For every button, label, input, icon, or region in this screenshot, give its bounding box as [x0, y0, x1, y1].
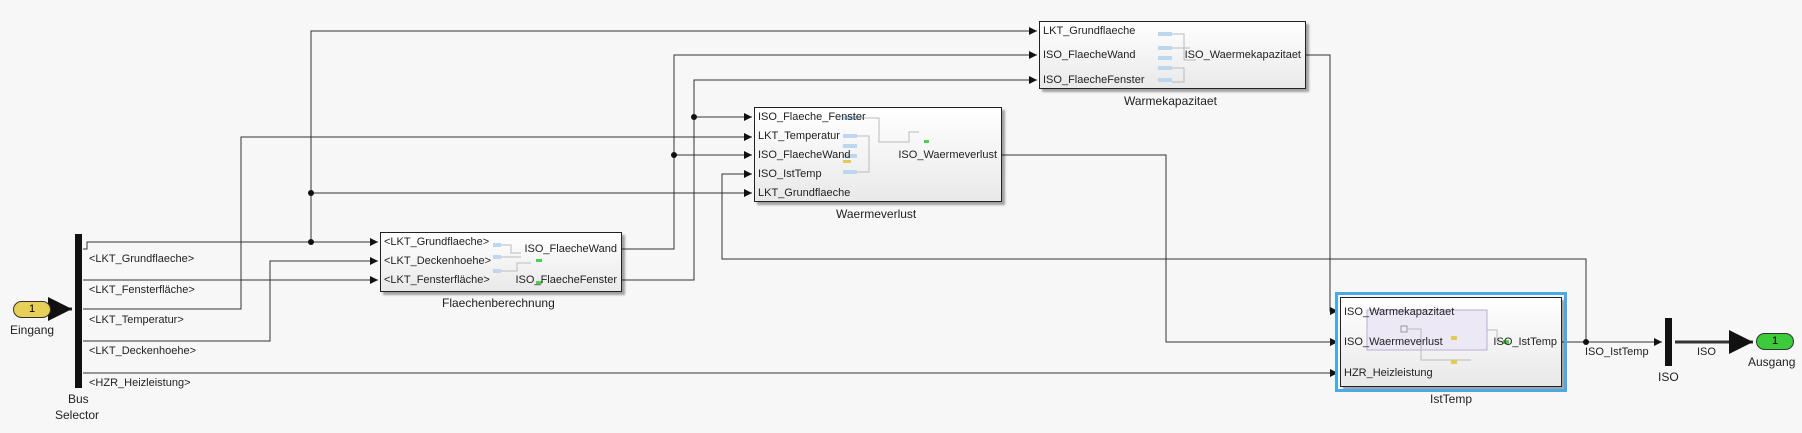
block-name-flaechenberechnung: Flaechenberechnung: [442, 296, 555, 310]
wire-isttemp-feedback: [721, 170, 1587, 342]
wire-flaechewand-to-wk: [673, 51, 1037, 155]
port-in-flaeche-fenster: ISO_Flaeche_Fenster: [758, 111, 866, 123]
block-flaechenberechnung[interactable]: <LKT_Grundflaeche> <LKT_Deckenhoehe> <LK…: [380, 232, 622, 292]
wire-deckenhoehe: [83, 257, 378, 342]
bus-selector-name-line1: Bus: [68, 392, 89, 406]
inport-name: Eingang: [10, 323, 55, 337]
inport-number: 1: [28, 303, 36, 315]
port-out-isttemp: ISO_IstTemp: [1493, 336, 1557, 348]
bus-signal-temperatur: <LKT_Temperatur>: [89, 314, 184, 326]
branch-point: [308, 190, 314, 196]
block-warmekapazitaet[interactable]: LKT_Grundflaeche ISO_FlaecheWand ISO_Fla…: [1039, 21, 1306, 89]
branch-point: [1583, 339, 1589, 345]
bus-selector-name-line2: Selector: [55, 408, 100, 422]
port-in-grundflaeche: LKT_Grundflaeche: [1043, 25, 1136, 37]
wire-grundflaeche-to-wk: [310, 27, 1037, 242]
bus-signal-grundflaeche: <LKT_Grundflaeche>: [89, 253, 195, 265]
port-out-flaechewand: ISO_FlaecheWand: [524, 243, 617, 255]
wire-waermekapazitaet: [1306, 54, 1338, 315]
port-in-flaechewand: ISO_FlaecheWand: [758, 149, 851, 161]
bus-signal-deckenhoehe: <LKT_Deckenhoehe>: [89, 345, 197, 357]
block-name-isttemp: IstTemp: [1430, 392, 1473, 406]
port-out-waermekapazitaet: ISO_Waermekapazitaet: [1184, 49, 1301, 61]
iso-bus-creator-bar[interactable]: [1665, 318, 1672, 366]
port-in-isttemp: ISO_IstTemp: [758, 168, 822, 180]
block-waermeverlust[interactable]: ISO_Flaeche_Fenster LKT_Temperatur ISO_F…: [754, 107, 1002, 202]
outport-name: Ausgang: [1748, 355, 1796, 369]
port-in-grundflaeche: LKT_Grundflaeche: [758, 187, 851, 199]
bus-signal-heizleistung: <HZR_Heizleistung>: [89, 377, 191, 389]
port-in-heizleistung: HZR_Heizleistung: [1344, 367, 1433, 379]
bus-signal-fensterflaeche: <LKT_Fensterfläche>: [89, 284, 195, 296]
port-in-waermeverlust: ISO_Waermeverlust: [1344, 336, 1443, 348]
port-in-warmekapazitaet: ISO_Warmekapazitaet: [1344, 306, 1455, 318]
wire-temperatur: [83, 133, 752, 310]
wire-flaechefenster-to-wk: [693, 76, 1037, 117]
branch-point: [308, 239, 314, 245]
wire-grundflaeche: [83, 238, 378, 250]
bus-selector-bar[interactable]: [75, 234, 82, 388]
block-name-iso: ISO: [1658, 370, 1679, 384]
port-in-grundflaeche: <LKT_Grundflaeche>: [384, 236, 490, 248]
port-in-flaechewand: ISO_FlaecheWand: [1043, 49, 1136, 61]
branch-point: [691, 114, 697, 120]
block-isttemp[interactable]: ISO_Warmekapazitaet ISO_Waermeverlust HZ…: [1335, 292, 1567, 392]
port-in-temperatur: LKT_Temperatur: [758, 130, 840, 142]
outport-number: 1: [1771, 335, 1779, 347]
wire-flaechefenster: [622, 113, 752, 281]
port-in-flaechefenster: ISO_FlaecheFenster: [1043, 74, 1145, 86]
outport-ausgang[interactable]: 1: [1756, 333, 1794, 350]
port-out-flaechefenster: ISO_FlaecheFenster: [515, 274, 618, 286]
branch-point: [671, 152, 677, 158]
wire-flaechewand: [622, 151, 752, 250]
inport-eingang[interactable]: 1: [13, 301, 51, 318]
signal-label-iso: ISO: [1697, 346, 1716, 358]
port-in-deckenhoehe: <LKT_Deckenhoehe>: [384, 255, 492, 267]
port-out-waermeverlust: ISO_Waermeverlust: [898, 149, 997, 161]
block-name-warmekapazitaet: Warmekapazitaet: [1124, 94, 1217, 108]
port-in-fensterflaeche: <LKT_Fensterfläche>: [384, 274, 490, 286]
wire-waermeverlust: [1002, 154, 1338, 346]
block-name-waermeverlust: Waermeverlust: [836, 207, 917, 221]
signal-label-isttemp: ISO_IstTemp: [1585, 346, 1649, 358]
